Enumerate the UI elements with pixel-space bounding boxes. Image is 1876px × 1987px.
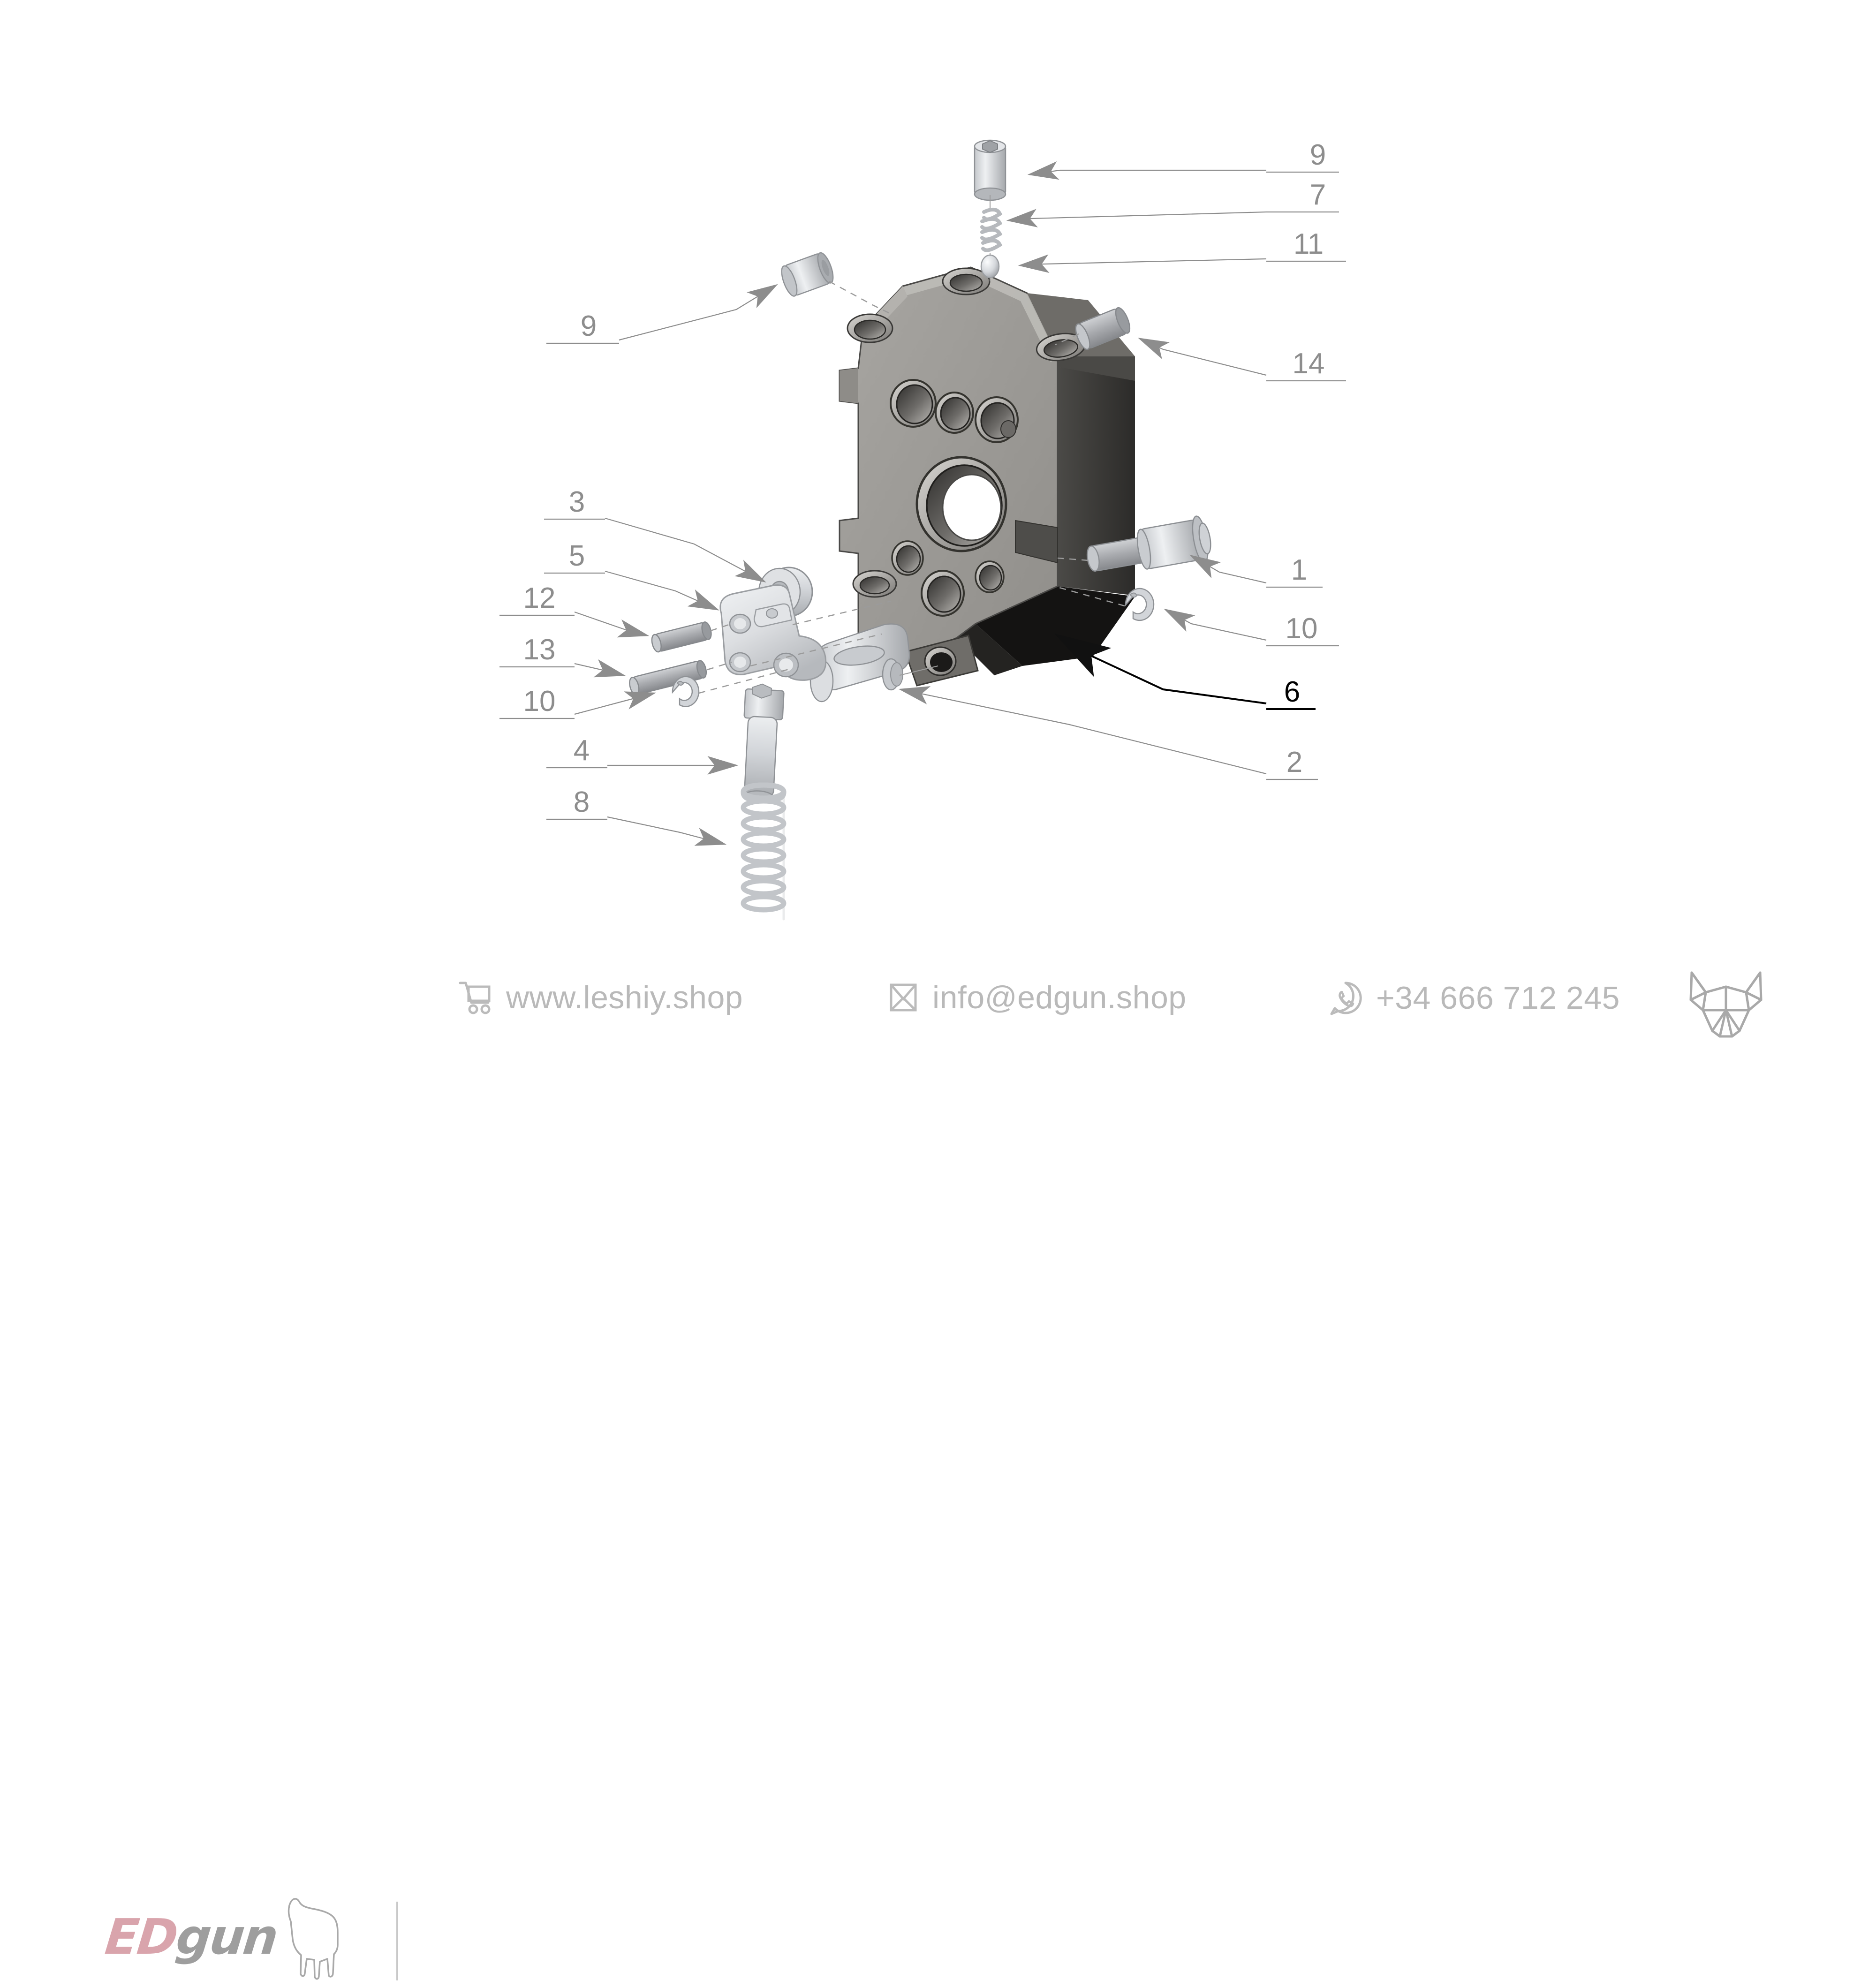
adjuster-barrel (809, 623, 910, 703)
callout-label: 4 (574, 734, 590, 767)
footer: EDgun www.leshiy.shop info@edgun.shop +3… (0, 943, 1876, 1980)
footer-link-email[interactable]: info@edgun.shop (886, 979, 1187, 1016)
callout-7[interactable]: 7 (1006, 179, 1339, 227)
callout-label: 14 (1293, 348, 1325, 380)
callout-10[interactable]: 10 (1164, 608, 1339, 647)
callout-9[interactable]: 9 (546, 284, 778, 344)
envelope-icon (890, 983, 917, 1012)
footer-link-shop[interactable]: www.leshiy.shop (457, 979, 743, 1016)
leader-line (1054, 633, 1267, 704)
leader-line (605, 517, 766, 583)
callout-label: 12 (523, 582, 556, 614)
callout-13[interactable]: 13 (499, 634, 626, 678)
hex-set-screw-left (781, 252, 834, 297)
dowel-pin-right (1075, 307, 1131, 350)
callout-label: 9 (581, 310, 597, 342)
callout-2[interactable]: 2 (898, 686, 1318, 780)
leader-line (607, 816, 727, 846)
callout-layer: 9 7 11 14 9 1 10 6 2 3 5 12 13 10 4 8 (499, 139, 1346, 846)
leader-line (1189, 554, 1267, 584)
callout-6[interactable]: 6 (1054, 633, 1316, 710)
hex-set-screw-top (974, 139, 1006, 201)
callout-label: 13 (523, 634, 556, 666)
dog-silhouette-icon (287, 1898, 339, 1980)
leader-line (1027, 161, 1266, 180)
leader-line (574, 611, 650, 638)
callout-label: 10 (1286, 612, 1318, 645)
callout-label: 6 (1284, 676, 1300, 708)
leader-line (574, 659, 626, 678)
callout-14[interactable]: 14 (1138, 338, 1346, 382)
leader-line (1018, 254, 1267, 273)
callout-label: 11 (1294, 228, 1324, 260)
detent-ball (980, 254, 1000, 279)
pin-long (629, 660, 707, 695)
main-spring (741, 782, 787, 921)
whatsapp-icon (1330, 982, 1362, 1015)
leader-line (898, 686, 1267, 775)
logo-text-ed: ED (102, 1908, 180, 1965)
footer-link-email-text: info@edgun.shop (932, 980, 1187, 1015)
exploded-view-svg: 9 7 11 14 9 1 10 6 2 3 5 12 13 10 4 8 (499, 139, 1346, 921)
sear-lever (719, 584, 827, 681)
callout-3[interactable]: 3 (544, 486, 766, 583)
callout-10[interactable]: 10 (499, 685, 657, 719)
leader-line (1164, 608, 1267, 641)
callout-4[interactable]: 4 (546, 734, 739, 775)
callout-label: 7 (1310, 179, 1326, 211)
axle-shaft (1086, 515, 1211, 572)
detent-spring-small (980, 207, 1003, 252)
leader-line (574, 691, 657, 715)
callout-8[interactable]: 8 (546, 786, 727, 846)
e-clip-left (672, 676, 700, 707)
callout-label: 3 (569, 486, 585, 518)
wolf-head-icon (1689, 971, 1763, 1038)
leader-line (619, 284, 778, 341)
callout-label: 8 (574, 786, 590, 818)
footer-link-phone-text: +34 666 712 245 (1376, 980, 1620, 1016)
assembly-axis-left-screw (829, 280, 894, 316)
leader-line (1006, 209, 1267, 227)
callout-5[interactable]: 5 (544, 540, 720, 611)
callout-9[interactable]: 9 (1027, 139, 1339, 180)
callout-label: 5 (569, 540, 585, 572)
leader-line (1138, 338, 1267, 376)
callout-12[interactable]: 12 (499, 582, 650, 638)
callout-1[interactable]: 1 (1189, 554, 1323, 588)
callout-label: 2 (1286, 746, 1302, 778)
shopping-cart-icon (459, 982, 491, 1014)
main-body-block (839, 266, 1135, 687)
logo-text-gun: gun (173, 1908, 280, 1965)
e-clip-right (1125, 588, 1155, 621)
callout-label: 1 (1291, 554, 1307, 586)
callout-11[interactable]: 11 (1018, 228, 1346, 273)
diagram-canvas: 9 7 11 14 9 1 10 6 2 3 5 12 13 10 4 8 EDgun www.leshiy.… (0, 139, 1876, 1980)
footer-divider (396, 1902, 398, 1980)
callout-label: 10 (523, 685, 556, 718)
footer-link-shop-text: www.leshiy.shop (506, 980, 743, 1015)
callout-label: 9 (1310, 139, 1326, 171)
edgun-logo[interactable]: EDgun (102, 1897, 368, 1984)
leader-line (605, 570, 720, 611)
pin-short (651, 621, 712, 653)
footer-link-phone[interactable]: +34 666 712 245 (1327, 979, 1620, 1017)
